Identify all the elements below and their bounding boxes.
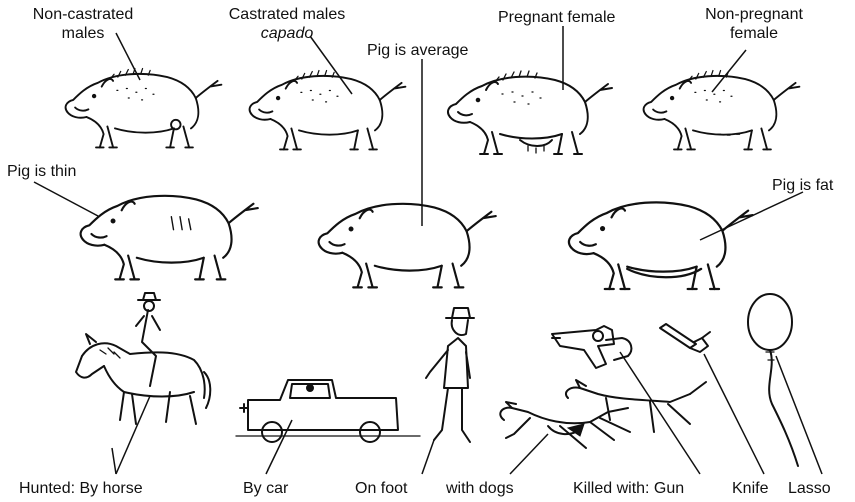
label-pregnant-female: Pregnant female	[498, 8, 615, 27]
pig-non-castrated-male	[66, 69, 222, 148]
label-pig-thin: Pig is thin	[7, 162, 76, 181]
label-with-dogs: with dogs	[446, 479, 514, 498]
leader-lines	[34, 26, 822, 474]
label-non-pregnant-female: Non-pregnant female	[684, 5, 824, 43]
knife-icon	[660, 324, 710, 352]
hunting-dogs-icon	[500, 380, 706, 448]
label-pig-average: Pig is average	[367, 41, 468, 60]
label-hunted-by-horse: Hunted: By horse	[19, 479, 143, 498]
label-knife: Knife	[732, 479, 768, 498]
pickup-truck-icon	[236, 380, 420, 442]
horse-rider-icon	[76, 293, 210, 424]
label-castrated-males: Castrated males capado	[212, 5, 362, 43]
label-lasso: Lasso	[788, 479, 831, 498]
label-pig-fat: Pig is fat	[772, 176, 833, 195]
pig-castrated-male	[250, 71, 406, 150]
label-on-foot: On foot	[355, 479, 407, 498]
walking-man-icon	[426, 308, 474, 442]
label-non-castrated-males: Non-castrated males	[8, 5, 158, 43]
label-by-car: By car	[243, 479, 288, 498]
pig-average	[319, 204, 496, 288]
pig-pregnant-female	[448, 71, 612, 154]
pig-fat	[569, 202, 753, 289]
label-killed-with-gun: Killed with: Gun	[573, 479, 684, 498]
pig-non-pregnant-female	[644, 71, 800, 150]
revolver-icon	[552, 326, 631, 368]
lasso-icon	[748, 294, 798, 466]
pig-thin	[81, 196, 258, 280]
